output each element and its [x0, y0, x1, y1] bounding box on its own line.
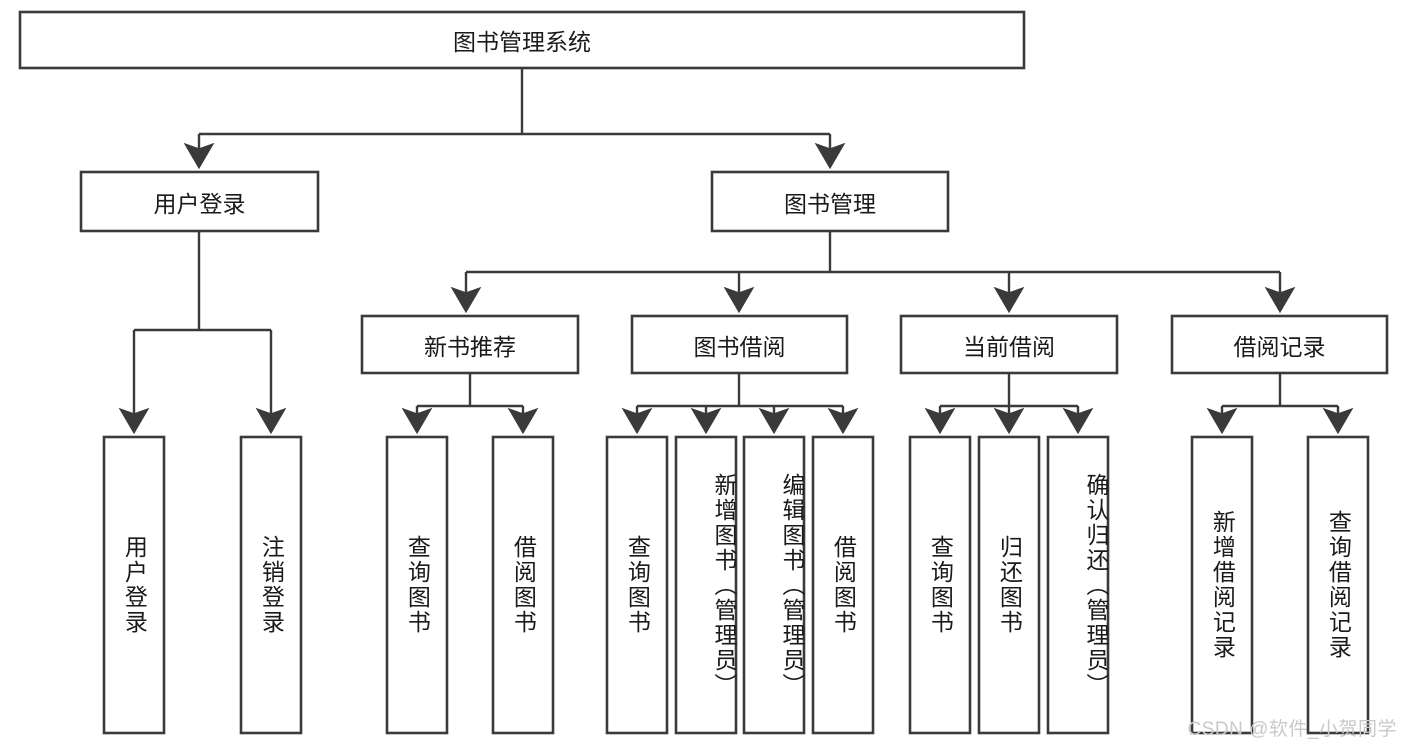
node-leaf-current-borrow-1[interactable] [977, 435, 1041, 735]
node-borrow-record[interactable] [1170, 314, 1389, 375]
node-leaf-user-login-0[interactable] [102, 435, 166, 735]
node-book-manage[interactable] [710, 170, 950, 233]
node-new-book-recommend[interactable] [360, 314, 580, 375]
node-user-login[interactable] [79, 170, 320, 233]
node-book-borrow[interactable] [630, 314, 849, 375]
node-leaf-book-borrow-2[interactable] [742, 435, 806, 735]
node-leaf-borrow-record-0[interactable] [1190, 435, 1254, 735]
node-leaf-book-borrow-1[interactable] [674, 435, 738, 735]
node-leaf-new-book-0[interactable] [385, 435, 449, 735]
node-leaf-current-borrow-2[interactable] [1046, 435, 1110, 735]
node-current-borrow[interactable] [899, 314, 1119, 375]
node-leaf-user-login-1[interactable] [239, 435, 303, 735]
node-leaf-borrow-record-1[interactable] [1306, 435, 1370, 735]
node-leaf-book-borrow-3[interactable] [811, 435, 875, 735]
node-leaf-book-borrow-0[interactable] [605, 435, 669, 735]
node-leaf-current-borrow-0[interactable] [908, 435, 972, 735]
node-leaf-new-book-1[interactable] [491, 435, 555, 735]
node-root-system[interactable] [18, 10, 1026, 70]
